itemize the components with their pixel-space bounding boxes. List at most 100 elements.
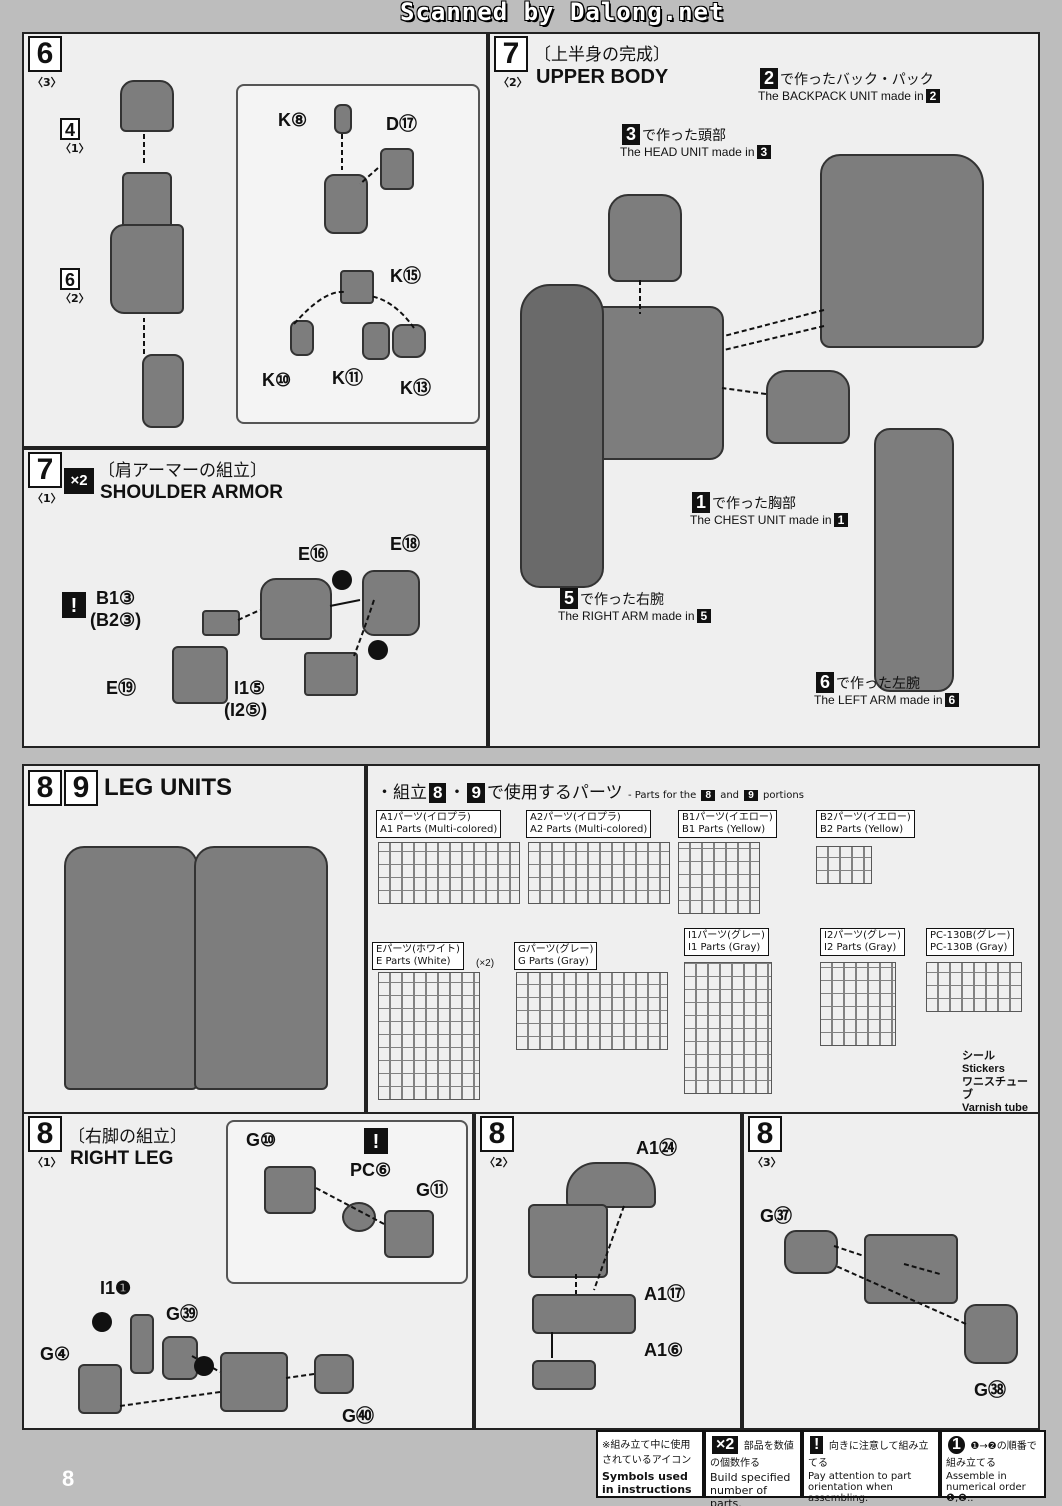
step8-3-number: 8 (748, 1116, 782, 1152)
step8-1-jp-title: 〔右脚の組立〕 (68, 1127, 187, 1147)
rarm-ref-box: 5 (560, 588, 579, 609)
finger-k13 (392, 324, 426, 358)
part-i11-pegs (130, 1314, 154, 1374)
part-leg-frame (528, 1204, 608, 1278)
backpack-ref-inline: 2 (925, 89, 941, 103)
ref-4-sub: 〈1〉 (60, 142, 90, 155)
runner-a2 (528, 842, 670, 904)
label-g10: G⑩ (246, 1130, 277, 1150)
attention-icon-8-1: ! (364, 1128, 388, 1154)
legend-order: 1 ❶→❷の順番で組み立てる Assemble in numerical ord… (940, 1430, 1046, 1504)
larm-ref-inline: 6 (944, 693, 960, 707)
label-g37: G㊲ (760, 1206, 793, 1226)
runner-b2 (816, 846, 872, 884)
part-g37 (784, 1230, 838, 1274)
runner-label-i1: I1パーツ(グレー)I1 Parts (Gray) (684, 928, 769, 956)
part-a124 (566, 1162, 656, 1208)
extras: シール Stickers ワニスチューブ Varnish tube (962, 1050, 1038, 1112)
left-arm-unit (874, 428, 954, 692)
label-i11: I1❶ (100, 1278, 132, 1298)
runner-e-en: E Parts (White) (376, 956, 451, 967)
runner-b1 (678, 842, 760, 914)
runner-i2-jp: I2パーツ(グレー) (824, 930, 901, 941)
finger-k11 (362, 322, 390, 360)
parts-heading-9: 9 (467, 783, 485, 803)
runner-label-pc: PC-130B(グレー)PC-130B (Gray) (926, 928, 1015, 956)
page-number: 8 (62, 1466, 75, 1491)
palm-part-k15 (340, 270, 374, 304)
part-e18 (362, 570, 420, 636)
larm-en: The LEFT ARM made in (814, 693, 943, 707)
leg-right-illustration (194, 846, 328, 1090)
step7-upper-number: 7 (494, 36, 528, 72)
runner-g-en: G Parts (Gray) (518, 956, 589, 967)
runner-label-b2: B2パーツ(イエロー)B2 Parts (Yellow) (816, 810, 915, 838)
head-en: The HEAD UNIT made in (620, 145, 755, 159)
chest-ref-box: 1 (692, 492, 711, 513)
legend-excl-en: Pay attention to part orientation when a… (808, 1471, 912, 1504)
label-g38: G㊳ (974, 1380, 1007, 1400)
step8-2-number: 8 (480, 1116, 514, 1152)
label-g40: G㊵ (342, 1406, 375, 1426)
part-g38 (964, 1304, 1018, 1364)
chest-en: The CHEST UNIT made in (690, 513, 832, 527)
runner-label-b1: B1パーツ(イエロー)B1 Parts (Yellow) (678, 810, 777, 838)
label-e19: E⑲ (106, 678, 137, 698)
step8-1-number: 8 (28, 1116, 62, 1152)
runner-pc (926, 962, 1022, 1012)
mult-badge: ×2 (64, 468, 94, 494)
step7-upper-title: UPPER BODY (536, 66, 669, 88)
runner-g-jp: Gパーツ(グレー) (518, 944, 594, 955)
step6-number: 6 (28, 36, 62, 72)
ref-4: 4 (60, 118, 80, 140)
hand-part (142, 354, 184, 428)
legend-order-en: Assemble in numerical order ❶,❷.. (946, 1471, 1026, 1504)
chest-jp: で作った胸部 (712, 495, 797, 511)
runner-e (378, 972, 480, 1100)
detail-callout (236, 84, 480, 424)
parts-heading-en-mid: and (720, 790, 740, 801)
larm-ref-box: 6 (816, 672, 835, 693)
runner-i2 (820, 962, 896, 1046)
parts-heading-en: - Parts for the 8 and 9 portions (628, 790, 804, 801)
leg-num-8: 8 (28, 770, 62, 806)
runner-a1 (378, 842, 520, 904)
part-g11 (384, 1210, 434, 1258)
label-a117: A1⑰ (644, 1284, 686, 1304)
step8-2-sub: 〈2〉 (484, 1156, 514, 1169)
rarm-ref-inline: 5 (696, 609, 712, 623)
attention-icon: ! (62, 592, 86, 618)
leg-left-illustration (64, 846, 198, 1090)
runner-b2-en: B2 Parts (Yellow) (820, 824, 904, 835)
step7-upper-arrows (639, 280, 825, 395)
label-g11: G⑪ (416, 1180, 449, 1200)
legend-x2-icon: ×2 (712, 1436, 739, 1454)
runner-label-g: Gパーツ(グレー)G Parts (Gray) (514, 942, 598, 970)
runner-i1 (684, 962, 772, 1094)
runner-a1-jp: A1パーツ(イロプラ) (380, 812, 471, 823)
runner-g (516, 972, 668, 1050)
label-g39: G㊴ (166, 1304, 199, 1324)
part-g40 (314, 1354, 354, 1394)
sticker-jp: シール (962, 1050, 995, 1062)
label-i25: (I2⑤) (224, 700, 268, 720)
runner-pc-jp: PC-130B(グレー) (930, 930, 1011, 941)
finger-part-k8 (334, 104, 352, 134)
runner-label-a1: A1パーツ(イロプラ)A1 Parts (Multi-colored) (376, 810, 502, 838)
scan-watermark: Scanned by Dalong.net (400, 0, 725, 26)
backpack-jp: で作ったバック・パック (780, 71, 934, 87)
step7-shoulder-title: SHOULDER ARMOR (100, 482, 283, 503)
label-k10: K⑩ (262, 370, 292, 390)
runner-label-e: Eパーツ(ホワイト)E Parts (White) (372, 942, 464, 970)
parts-heading-pre: ・組立 (376, 783, 427, 803)
part-g10 (264, 1166, 316, 1214)
runner-b1-en: B1 Parts (Yellow) (682, 824, 766, 835)
head-ref-box: 3 (622, 124, 641, 145)
step8-3-arrows (833, 1245, 967, 1325)
